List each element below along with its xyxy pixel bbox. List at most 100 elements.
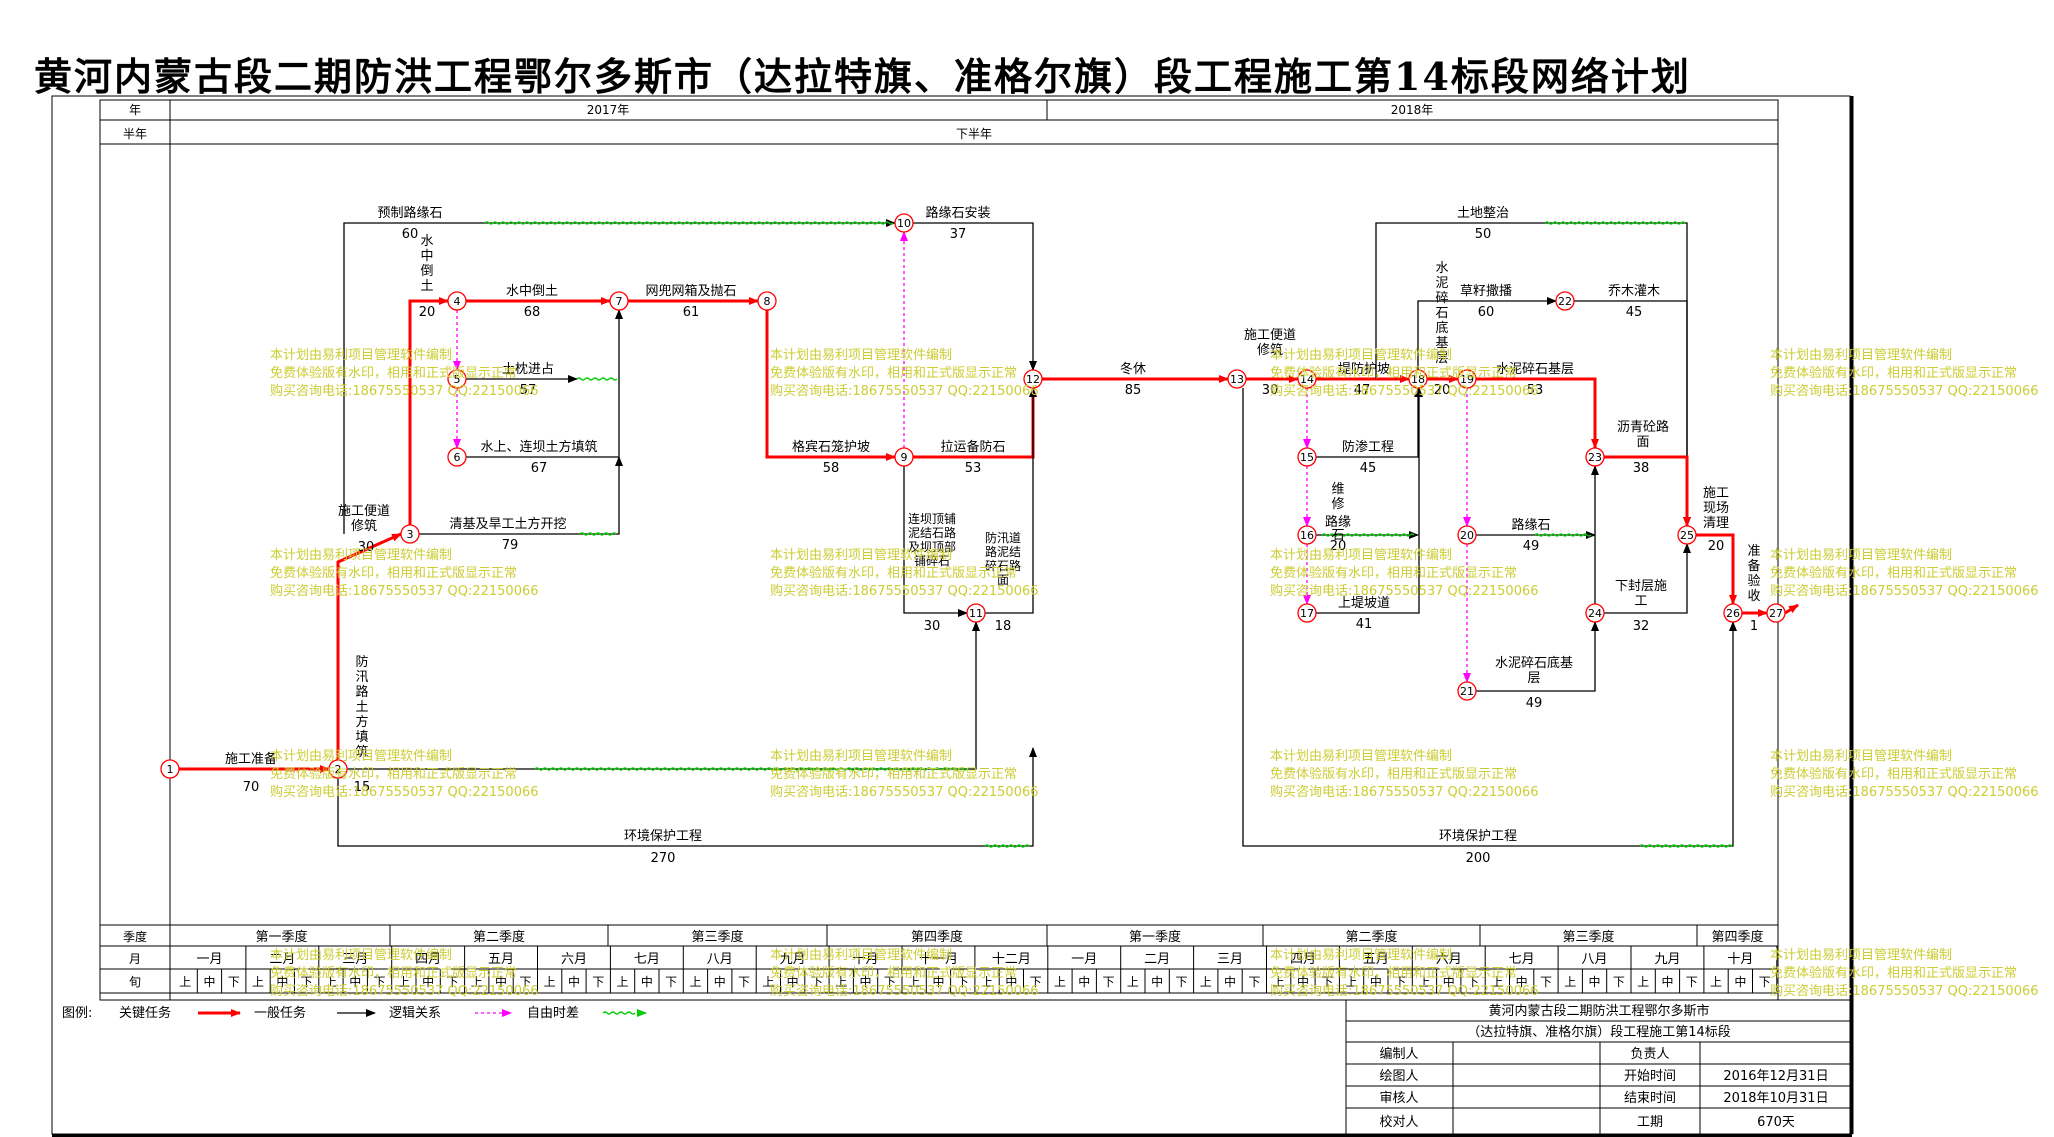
legend-float-line xyxy=(602,1011,636,1015)
task-arrow xyxy=(1417,297,1557,370)
duration-value: 670天 xyxy=(1757,1115,1795,1130)
month-label: 十月 xyxy=(853,952,879,967)
task-duration: 49 xyxy=(1526,696,1543,711)
task-vertical-name: 水泥碎石底基层 xyxy=(1435,261,1448,366)
task-duration: 20 xyxy=(419,305,436,320)
node-label-3: 3 xyxy=(407,528,414,541)
xun-label: 上 xyxy=(1346,975,1358,989)
task-duration: 68 xyxy=(524,305,541,320)
month-label: 五月 xyxy=(1363,952,1389,967)
task-name: 水上、连坝土方填筑 xyxy=(480,439,597,455)
xun-label: 中 xyxy=(568,974,580,989)
xun-label: 下 xyxy=(738,975,750,989)
node-6 xyxy=(447,447,467,467)
task-name: 格宾石笼护坡 xyxy=(792,439,870,455)
xun-label: 下 xyxy=(1394,975,1406,989)
watermark-line1: 本计划由易利项目管理软件编制 xyxy=(1770,749,1952,764)
xun-label: 上 xyxy=(1054,975,1066,989)
legend-float-label: 自由时差 xyxy=(527,1006,579,1021)
watermark-line3: 购买咨询电话:18675550537 QQ:22150066 xyxy=(1770,983,2039,999)
xun-label: 中 xyxy=(422,974,434,989)
task-name: 土地整治 xyxy=(1457,206,1509,221)
watermark-line3: 购买咨询电话:18675550537 QQ:22150066 xyxy=(270,383,539,399)
task-arrow xyxy=(1476,377,1599,449)
xun-label: 下 xyxy=(374,975,386,989)
task-name: 水中倒土 xyxy=(506,284,558,299)
xun-label: 中 xyxy=(1005,974,1017,989)
editor-label: 编制人 xyxy=(1379,1047,1418,1062)
watermark-line3: 购买咨询电话:18675550537 QQ:22150066 xyxy=(1270,383,1539,399)
task-duration: 30 xyxy=(924,619,941,634)
half-row-label: 半年 xyxy=(123,127,147,141)
task-vertical-name: 准备验收 xyxy=(1747,544,1760,604)
watermark-line3: 购买咨询电话:18675550537 QQ:22150066 xyxy=(1270,784,1539,800)
task-duration: 79 xyxy=(502,538,519,553)
task-arrow xyxy=(337,747,1037,847)
xun-label: 上 xyxy=(252,975,264,989)
task-name: 冬休 xyxy=(1120,361,1146,377)
node-15 xyxy=(1297,447,1317,467)
xun-label: 上 xyxy=(1418,975,1430,989)
task-duration: 1 xyxy=(1750,619,1758,634)
xun-label: 下 xyxy=(1759,975,1771,989)
task-arrow xyxy=(1316,387,1422,458)
task-arrow xyxy=(1604,543,1691,614)
watermark-line3: 购买咨询电话:18675550537 QQ:22150066 xyxy=(770,784,1039,800)
task-name: 上堤坡道 xyxy=(1338,596,1390,611)
watermark-line1: 本计划由易利项目管理软件编制 xyxy=(770,348,952,363)
task-arrow xyxy=(408,297,449,525)
task-name: 网兜网箱及抛石 xyxy=(645,283,736,299)
xun-label: 上 xyxy=(981,975,993,989)
task-duration: 18 xyxy=(995,619,1012,634)
quarter-label: 第一季度 xyxy=(255,929,307,945)
task-duration: 67 xyxy=(531,461,548,476)
float-line xyxy=(1639,844,1733,848)
watermark-line2: 免费体验版有水印，相用和正式版显示正常 xyxy=(1270,565,1517,581)
xun-label: 中 xyxy=(641,974,653,989)
node-26 xyxy=(1723,603,1743,623)
node-label-11: 11 xyxy=(969,607,983,620)
watermark-line1: 本计划由易利项目管理软件编制 xyxy=(270,749,452,764)
watermark-line2: 免费体验版有水印，相用和正式版显示正常 xyxy=(1770,365,2017,381)
xun-label: 下 xyxy=(592,975,604,989)
watermark-line1: 本计划由易利项目管理软件编制 xyxy=(270,548,452,563)
task-duration: 53 xyxy=(1527,383,1544,398)
xun-label: 上 xyxy=(1710,975,1722,989)
month-label: 八月 xyxy=(1582,952,1608,967)
xun-label: 中 xyxy=(203,974,215,989)
month-label: 十一月 xyxy=(919,952,958,967)
task-name: 土枕进占 xyxy=(502,362,554,377)
node-12 xyxy=(1023,369,1043,389)
task-vertical-name: 防汛路土方填筑 xyxy=(355,654,368,760)
xun-label: 下 xyxy=(1613,975,1625,989)
node-9 xyxy=(894,447,914,467)
info-table xyxy=(1345,999,1853,1135)
float-line xyxy=(1544,221,1686,225)
task-name: 防汛道路泥结碎石路面 xyxy=(985,530,1021,587)
float-line xyxy=(1534,533,1592,537)
node-23 xyxy=(1585,447,1605,467)
task-duration: 45 xyxy=(1360,461,1377,476)
task-duration: 85 xyxy=(1125,383,1142,398)
task-arrow xyxy=(985,387,1037,614)
node-7 xyxy=(609,291,629,311)
watermark-line1: 本计划由易利项目管理软件编制 xyxy=(1770,348,1952,363)
task-duration: 58 xyxy=(823,461,840,476)
node-22 xyxy=(1555,291,1575,311)
xun-label: 上 xyxy=(689,975,701,989)
node-label-21: 21 xyxy=(1460,685,1474,698)
task-duration: 60 xyxy=(402,227,419,242)
task-name: 环境保护工程 xyxy=(1439,829,1517,844)
month-label: 六月 xyxy=(561,952,587,967)
watermark-line1: 本计划由易利项目管理软件编制 xyxy=(270,948,452,963)
xun-label: 上 xyxy=(1637,975,1649,989)
node-21 xyxy=(1457,681,1477,701)
quarter-label: 第一季度 xyxy=(1129,929,1181,945)
task-duration: 200 xyxy=(1466,851,1491,866)
watermark-line1: 本计划由易利项目管理软件编制 xyxy=(1270,348,1452,363)
info-title-line2: （达拉特旗、准格尔旗）段工程施工第14标段 xyxy=(1467,1024,1731,1040)
watermark-line1: 本计划由易利项目管理软件编制 xyxy=(770,948,952,963)
xun-label: 中 xyxy=(1224,974,1236,989)
node-label-5: 5 xyxy=(454,373,461,386)
xun-label: 中 xyxy=(1443,974,1455,989)
